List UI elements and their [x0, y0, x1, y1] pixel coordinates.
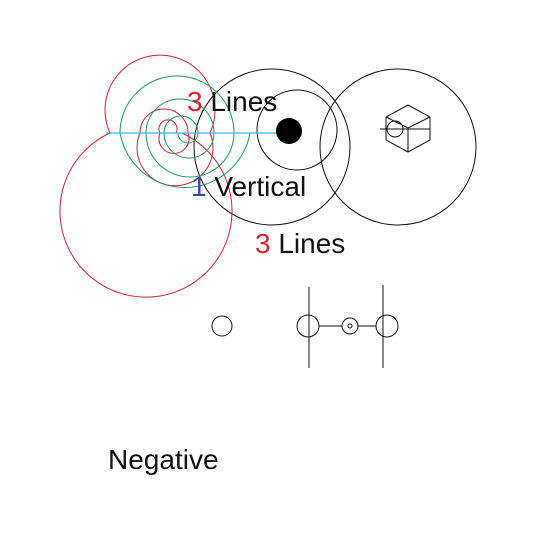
large-circle-right — [319, 68, 477, 226]
label-top-word: Lines — [202, 86, 278, 117]
small-circle-center — [256, 89, 338, 171]
filled-dot-icon — [276, 118, 302, 144]
label-bottom: Negative — [108, 444, 219, 475]
label-middle-word: Vertical — [206, 171, 307, 202]
linked-circles-structure — [296, 285, 399, 368]
hexagon-cube-icon — [380, 104, 431, 153]
label-middle: 1 Vertical — [191, 171, 306, 203]
label-top: 3 Lines — [187, 86, 277, 118]
label-right-word: Lines — [270, 228, 346, 259]
green-spiral — [119, 75, 251, 189]
medium-circle-center — [193, 68, 351, 226]
label-right: 3 Lines — [255, 228, 345, 260]
label-right-number: 3 — [255, 228, 271, 259]
label-middle-number: 1 — [191, 171, 207, 202]
small-circle-icon — [211, 315, 233, 337]
label-top-number: 3 — [187, 86, 203, 117]
